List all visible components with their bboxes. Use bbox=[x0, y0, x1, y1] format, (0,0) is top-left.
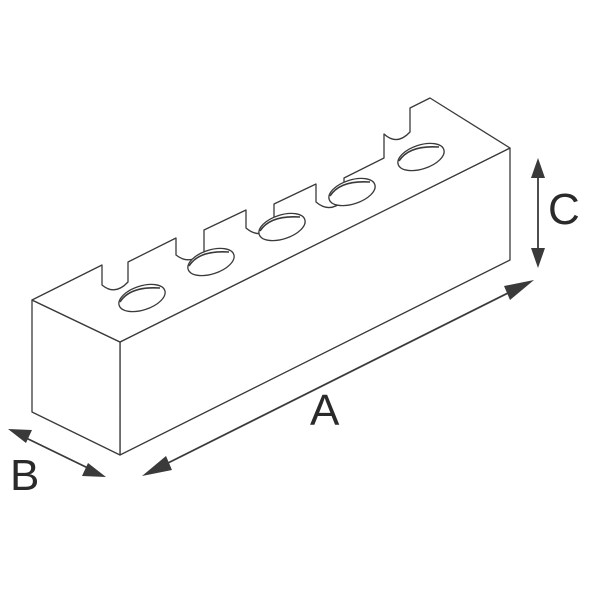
dimension-b-arrow-start bbox=[8, 429, 32, 443]
dimension-a-arrow-end bbox=[504, 280, 534, 300]
dimension-a: A bbox=[142, 280, 534, 476]
dimension-b: B bbox=[8, 429, 106, 500]
hole-1-shade bbox=[119, 286, 161, 303]
dimension-c-label: C bbox=[548, 185, 580, 234]
dimension-b-line bbox=[21, 435, 93, 471]
hole-2 bbox=[187, 247, 235, 277]
dimension-c-arrow-bottom bbox=[531, 248, 545, 268]
hole-4-shade bbox=[329, 180, 371, 197]
dimension-c-arrow-top bbox=[531, 158, 545, 178]
dimension-a-arrow-start bbox=[142, 456, 172, 476]
holes-group bbox=[118, 142, 445, 313]
hole-4 bbox=[328, 177, 376, 207]
dimension-b-arrow-end bbox=[82, 463, 106, 477]
hole-5 bbox=[397, 142, 445, 172]
dimension-a-label: A bbox=[310, 386, 340, 435]
hole-3 bbox=[258, 212, 306, 242]
hole-5-shade bbox=[398, 145, 440, 162]
hole-1 bbox=[118, 283, 166, 313]
dimension-a-line bbox=[157, 287, 519, 469]
dimension-b-label: B bbox=[10, 451, 39, 500]
hole-2-shade bbox=[188, 250, 230, 267]
hole-3-shade bbox=[259, 215, 301, 232]
dimension-c: C bbox=[531, 158, 580, 268]
